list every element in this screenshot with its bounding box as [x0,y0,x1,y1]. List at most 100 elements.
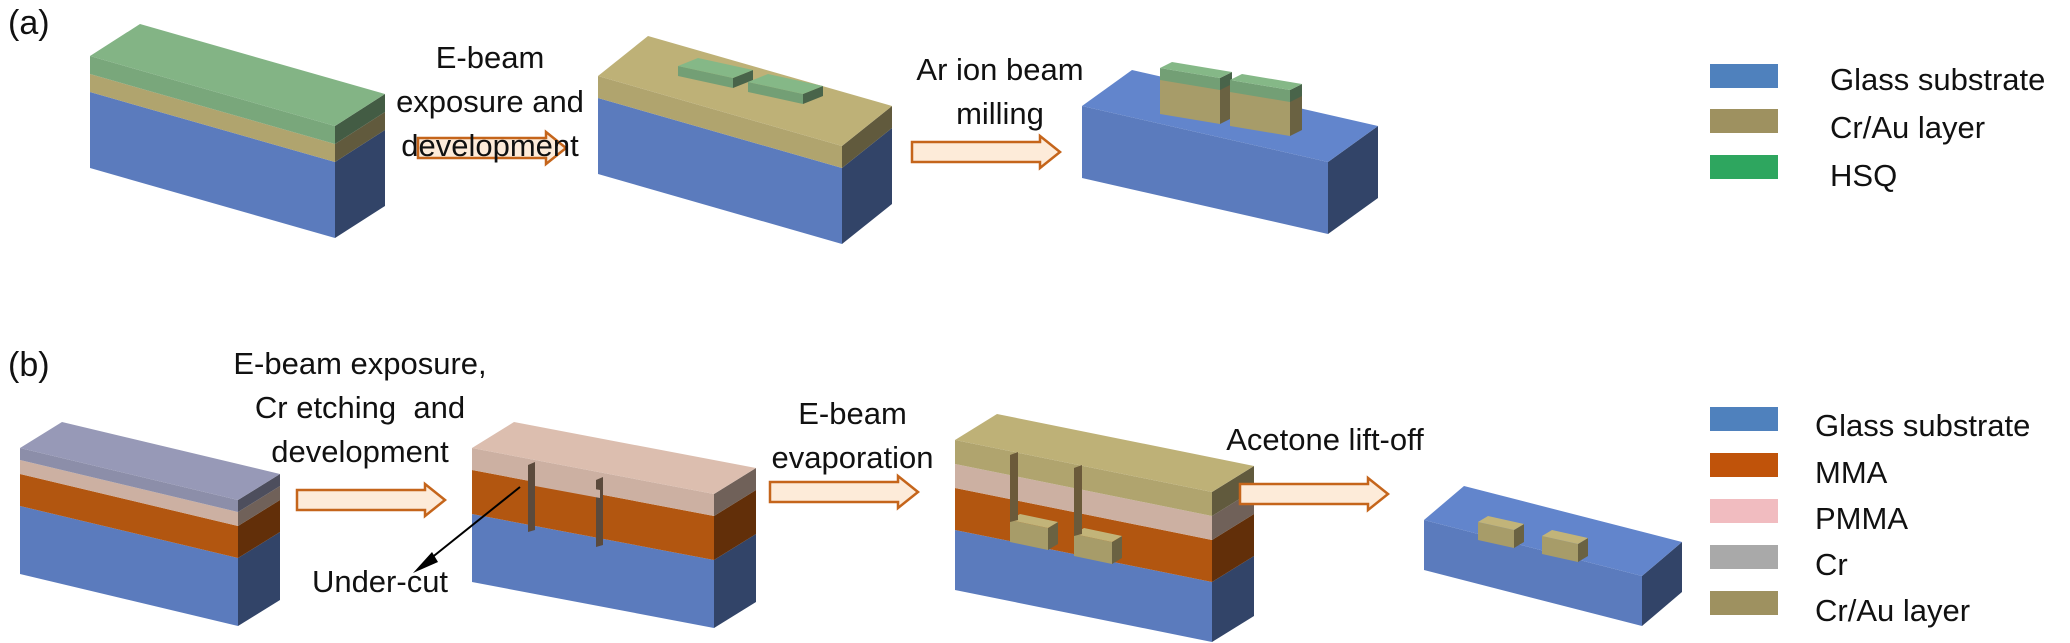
arrow-b1 [295,481,448,519]
step-ebeam-cr-etch-development: E-beam exposure, Cr etching and developm… [233,346,487,469]
block-b3-cr-au-front [955,440,1212,516]
trench-4 [1074,465,1082,536]
block-b1-cr-side [238,474,280,512]
block-a1-glass-side [335,130,385,238]
block-a2-pad-2 [748,74,823,104]
block-b4-glass-front [1424,520,1642,626]
block-b1-pmma-front [20,460,238,526]
legend-label-glass: Glass substrate [1830,62,2046,97]
legend-label-cr: Cr [1815,547,1848,582]
block-a3-pad-1-crau-front [1160,78,1220,124]
block-a2-cr-au-side [842,106,892,168]
step-ar-ion-milling: Ar ion beam milling [916,52,1084,131]
block-a3-pad-2-crau-side [1290,94,1302,136]
block-a2-pad-1-side [733,70,753,88]
under-cut-arrowhead [413,552,438,573]
legend-label-hsq: HSQ [1830,158,1898,193]
block-a2-pad-1 [678,58,753,88]
block-b1-mma-front [20,474,238,558]
block-b1-mma-side [238,500,280,558]
trench-2 [596,477,603,547]
block-b2-pmma-side [714,468,756,516]
block-a2 [598,36,892,244]
legend-swatch-hsq [1710,155,1778,179]
block-b3-pad-2 [1074,528,1122,564]
block-a2-cr-au-front [598,76,842,168]
trench-1 [528,462,535,532]
block-b3-cr-au-top [955,414,1254,492]
block-b2-trenches [528,462,603,547]
block-b3-pad-1-side [1048,522,1058,550]
legend-swatch-glass [1710,64,1778,88]
legend-label-mma: MMA [1815,455,1888,490]
block-b4-pad-1-front [1478,522,1514,548]
block-a3-pad-2-crau-front [1230,90,1290,136]
block-a2-glass-side [842,128,892,244]
block-a1-hsq-front [90,56,335,144]
block-a3-glass-front [1082,106,1328,234]
arrow-b2 [768,473,921,511]
block-b3-pad-2-top [1074,528,1122,542]
block-b3-pad-1 [1010,514,1058,550]
block-b3-pad-2-front [1074,534,1112,564]
block-a3-pad-2-hsq-top [1230,74,1302,90]
block-a2-glass-front [598,98,842,244]
legend-swatch-mma [1710,453,1778,477]
block-b3-cr-au-side [1212,466,1254,516]
block-b1-cr-front [20,448,238,512]
block-b4-pad-1-top [1478,516,1524,530]
under-cut-pointer [424,486,521,564]
block-a1-hsq-side [335,94,385,144]
legend-label-glass-b: Glass substrate [1815,408,2031,443]
block-a3-pad-1-hsq [1160,62,1232,90]
block-b4-pad-2 [1542,530,1588,562]
block-b3-mma-side [1212,514,1254,582]
panel-a-label: (a) [8,4,50,42]
block-b3-pad-2-side [1112,536,1122,564]
block-a1-cr-au-front [90,74,335,162]
legend-label-pmma: PMMA [1815,501,1908,536]
block-b1-cr-top [20,422,280,500]
block-b4-pad-1-side [1514,524,1524,548]
legend-label-cr-au-b: Cr/Au layer [1815,593,1971,628]
block-b3-pmma-front [955,464,1212,540]
block-b3-trenches [1010,452,1082,536]
arrow-a2 [910,133,1063,171]
block-a3-pad-1-crau-side [1220,82,1232,124]
legend-swatch-cr-au [1710,109,1778,133]
panel-b-label: (b) [8,346,50,384]
block-b2-pmma-top [472,422,756,494]
block-a1-hsq-top [90,24,385,126]
block-b2-glass-side [714,534,756,628]
block-a3-pad-1-hsq-front [1160,68,1220,90]
block-a2-cr-au-top [598,36,892,146]
block-b4-pad-2-side [1578,538,1588,562]
block-b3-glass-front [955,530,1212,642]
block-b1-pmma-side [238,486,280,526]
block-b3 [955,414,1254,642]
block-b3-glass-side [1212,556,1254,642]
legend-swatch-glass-b [1710,407,1778,431]
step-ebeam-exposure-development: E-beam exposure and development [396,40,584,163]
legend-swatch-cr-au-b [1710,591,1778,615]
block-a1-cr-au-side [335,112,385,162]
block-a2-pad-2-top [748,74,823,94]
arrow-a1 [416,129,569,167]
trench-bridge [535,478,600,498]
block-b2-glass-front [472,514,714,628]
block-b2 [472,422,756,628]
block-a2-pad-1-top [678,58,753,78]
legend-swatch-pmma [1710,499,1778,523]
block-a2-pad-2-side [803,86,823,104]
block-a2-pad-2-front [748,82,803,104]
block-a2-pad-1-front [678,66,733,88]
block-b4-glass-side [1642,542,1682,626]
block-a1 [90,24,385,238]
block-b3-pad-1-top [1010,514,1058,528]
trench-3 [1010,452,1018,522]
step-acetone-liftoff: Acetone lift-off [1226,422,1424,457]
arrow-b3 [1238,475,1391,513]
legend-swatch-cr [1710,545,1778,569]
block-b1-glass-front [20,506,238,626]
